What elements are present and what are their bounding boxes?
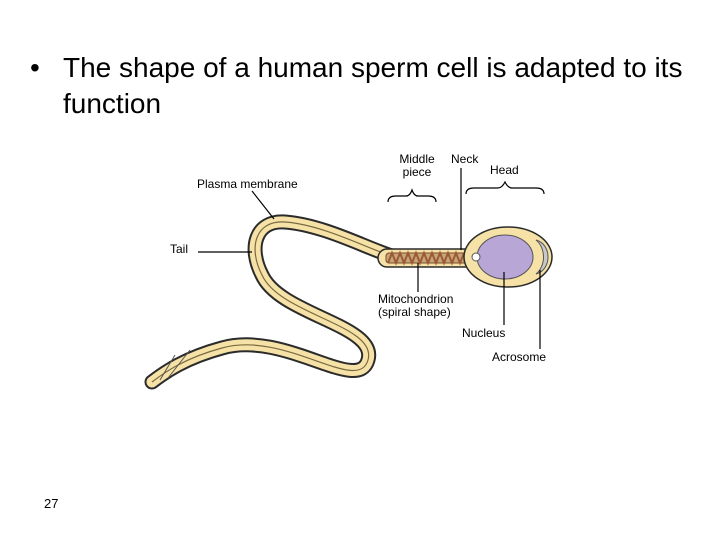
label-plasma-membrane: Plasma membrane [197, 177, 298, 191]
middle-piece-bracket [387, 188, 437, 203]
nucleus-shape [476, 234, 534, 280]
label-mitochondrion: Mitochondrion (spiral shape) [378, 293, 453, 319]
mitochondrion-spiral [387, 250, 465, 266]
head-bracket [465, 180, 545, 195]
plasma-membrane-pointer [251, 190, 275, 220]
label-acrosome: Acrosome [492, 350, 547, 364]
centriole-dot [471, 252, 481, 262]
label-tail: Tail [170, 242, 189, 256]
label-head: Head [490, 163, 519, 177]
label-neck: Neck [451, 152, 479, 166]
slide-heading: The shape of a human sperm cell is adapt… [63, 52, 683, 119]
slide-number: 27 [44, 496, 59, 511]
tail-flagellum [144, 214, 403, 390]
label-mitochondrion-line2: (spiral shape) [378, 305, 451, 319]
label-middle-piece: Middle piece [392, 153, 442, 179]
label-middle-piece-line2: piece [402, 165, 432, 179]
middle-piece [377, 248, 477, 268]
label-nucleus: Nucleus [462, 326, 506, 340]
label-middle-piece-line1: Middle [399, 152, 435, 166]
label-pointers [198, 168, 545, 349]
bullet-symbol: • [30, 52, 40, 83]
label-mitochondrion-line1: Mitochondrion [378, 292, 454, 306]
sperm-head [463, 226, 553, 288]
acrosome-shape [535, 239, 549, 275]
